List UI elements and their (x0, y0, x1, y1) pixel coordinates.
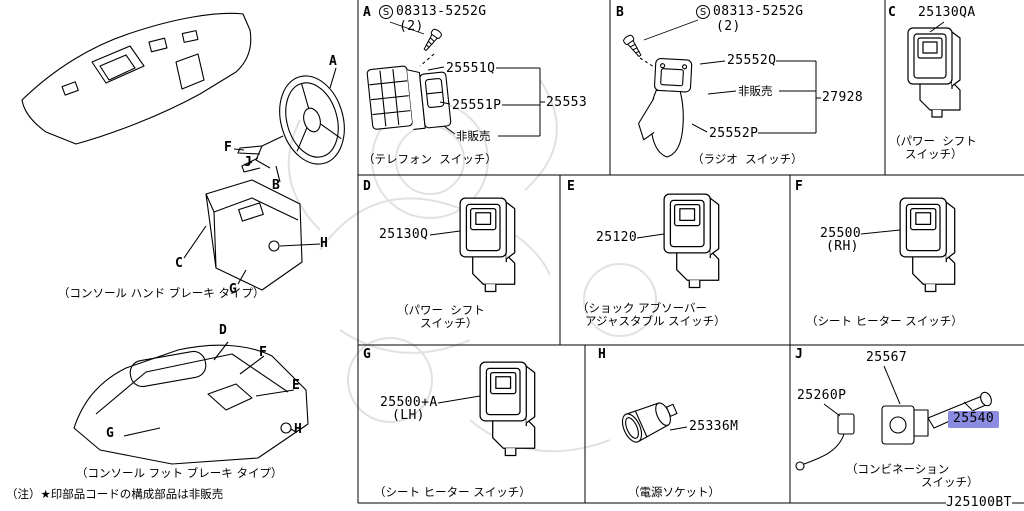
rocker-switch-art-c (907, 27, 961, 118)
panel-e-caption-line2: アジャスタブル スイッチ） (585, 314, 726, 328)
doc-reference: J25100BT (946, 495, 1012, 511)
rocker-switch-art-d (459, 197, 516, 293)
rocker-switch-art-e (663, 193, 720, 289)
caption-console-hand-brake: （コンソール ハンド ブレーキ タイプ） (58, 286, 265, 300)
panel-f-caption: （シート ヒーター スイッチ） (806, 314, 963, 328)
panel-a-screw-qty: (2) (399, 19, 424, 34)
panel-j-label: J (795, 347, 803, 362)
part-number-25500[interactable]: 25500 (820, 226, 862, 241)
part-number-25551P[interactable]: 25551P (452, 98, 502, 113)
standard-part-mark: S (696, 5, 710, 20)
panel-b-screw-row: S 08313-5252G (696, 4, 804, 20)
caption-console-foot-brake: （コンソール フット ブレーキ タイプ） (76, 466, 283, 480)
callout-h: H (320, 236, 328, 251)
part-number-25130Q[interactable]: 25130Q (379, 227, 429, 242)
panel-c-caption-line1: （パワー シフト (889, 134, 977, 148)
panel-c-label: C (888, 5, 896, 20)
radio-switch-art (621, 19, 821, 158)
panel-d-label: D (363, 179, 371, 194)
part-number-27928[interactable]: 27928 (822, 90, 864, 105)
part-number-25130QA[interactable]: 25130QA (918, 5, 976, 20)
callout-b: B (272, 178, 280, 193)
panel-j-caption-line2: スイッチ） (921, 475, 979, 489)
callout-a: A (329, 54, 337, 69)
not-sold-label-a: 非販売 (456, 129, 491, 143)
part-number-25336M[interactable]: 25336M (689, 419, 739, 434)
panel-a-screw-row: S 08313-5252G (379, 4, 487, 20)
part-number-08313-5252G[interactable]: 08313-5252G (396, 4, 487, 19)
part-side-rh: (RH) (826, 239, 859, 254)
panel-b-label: B (616, 5, 624, 20)
panel-b-screw-qty: (2) (716, 19, 741, 34)
panel-a-label: A (363, 5, 371, 20)
rocker-switch-art-g (479, 361, 536, 457)
part-number-25567[interactable]: 25567 (866, 350, 908, 365)
panel-grid (357, 0, 1024, 504)
rocker-leader-lines (429, 21, 945, 404)
not-sold-label-b: 非販売 (738, 84, 773, 98)
panel-g-label: G (363, 347, 371, 362)
panel-d-caption-line2: スイッチ） (420, 316, 478, 330)
steering-wheel (279, 75, 345, 165)
part-number-25553[interactable]: 25553 (546, 95, 588, 110)
panel-h-caption: （電源ソケット） (628, 485, 720, 499)
callout-g: G (229, 282, 237, 297)
part-number-25552Q[interactable]: 25552Q (727, 53, 777, 68)
part-number-25120[interactable]: 25120 (596, 230, 638, 245)
callout-c: C (175, 256, 183, 271)
standard-part-mark: S (379, 5, 393, 20)
panel-g-caption: （シート ヒーター スイッチ） (374, 485, 531, 499)
panel-h-label: H (598, 347, 606, 362)
panel-j-caption-line1: （コンビネーション (846, 462, 950, 476)
panel-a-caption: （テレフォン スイッチ） (363, 152, 497, 166)
part-side-lh: (LH) (392, 408, 425, 423)
panel-d-caption-line1: （パワー シフト (397, 303, 485, 317)
callout-d2: D (219, 323, 227, 338)
callout-f: F (224, 140, 232, 155)
callout-f2: F (259, 345, 267, 360)
callout-j: J (244, 155, 252, 170)
part-number-25260P[interactable]: 25260P (797, 388, 847, 403)
note-text: （注）★印部品コードの構成部品は非販売 (6, 487, 224, 501)
part-number-25552P[interactable]: 25552P (709, 126, 759, 141)
power-socket-art (621, 402, 688, 443)
rocker-switch-art-f (899, 197, 956, 293)
panel-e-label: E (567, 179, 575, 194)
panel-c-caption-line2: スイッチ） (905, 147, 963, 161)
part-25540-highlight[interactable]: 25540 (948, 411, 1000, 428)
telephone-switch-art (366, 21, 545, 137)
panel-e-caption-line1: （ショック アブソーバー (577, 301, 708, 315)
panel-b-caption: （ラジオ スイッチ） (692, 152, 803, 166)
panel-f-label: F (795, 179, 803, 194)
callout-e2: E (292, 378, 300, 393)
callout-g2: G (106, 426, 114, 441)
console-illustration (73, 341, 309, 465)
part-number-08313-5252G[interactable]: 08313-5252G (713, 4, 804, 19)
part-number-25500A[interactable]: 25500+A (380, 395, 438, 410)
dashboard-illustration (21, 12, 345, 291)
callout-h2: H (294, 422, 302, 437)
part-number-25551Q[interactable]: 25551Q (446, 61, 496, 76)
